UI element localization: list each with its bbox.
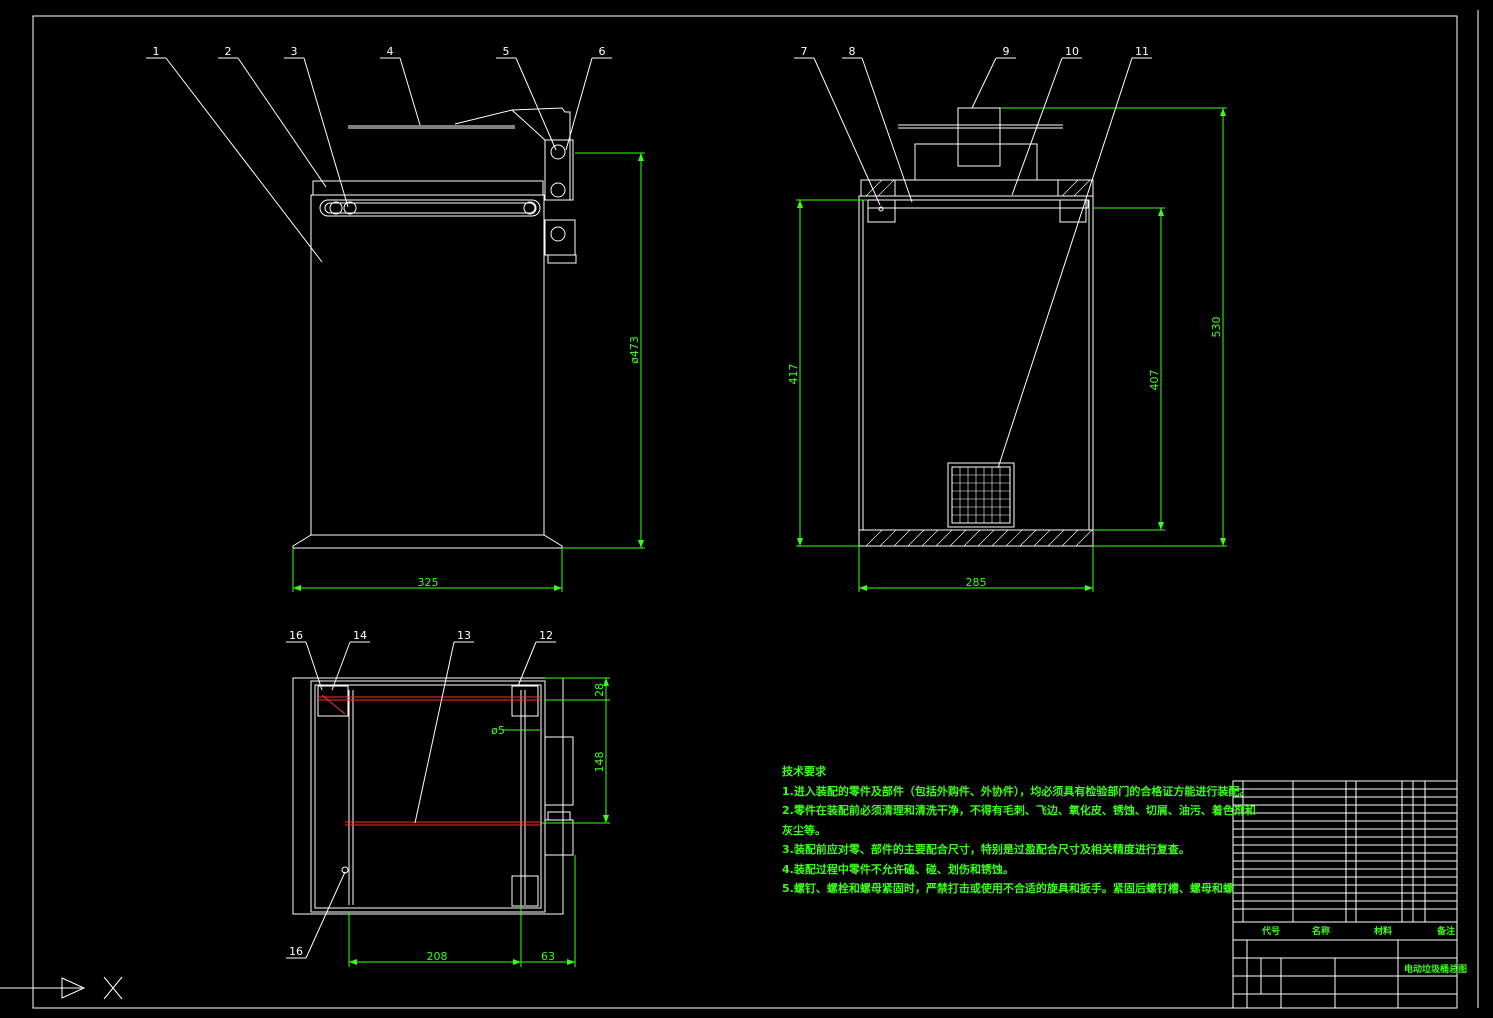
dim-front-width: 325 <box>418 576 439 589</box>
title-block <box>1232 780 1458 1009</box>
dimension-arrows <box>293 108 1226 965</box>
ucs-icon <box>0 976 123 1000</box>
dim-side-inner: 407 <box>1148 370 1161 391</box>
plan-view <box>292 677 574 915</box>
title-block-text: 代号 名称 材料 备注 电动垃圾桶总图 <box>1261 925 1467 975</box>
tech-item: 1.进入装配的零件及部件（包括外购件、外协件），均必须具有检验部门的合格证方能进… <box>782 784 1251 798</box>
dimension-lines <box>292 107 1227 967</box>
plan-view-section-lines <box>318 694 540 826</box>
dim-side-width: 285 <box>966 576 987 589</box>
dim-plan-top: 28 <box>593 683 606 697</box>
balloon-4: 4 <box>387 45 394 58</box>
balloon-5: 5 <box>503 45 510 58</box>
tech-item: 3.装配前应对零、部件的主要配合尺寸，特别是过盈配合尺寸及相关精度进行复查。 <box>782 843 1190 856</box>
balloon-9: 9 <box>1003 45 1010 58</box>
tech-item: 5.螺钉、螺栓和螺母紧固时，严禁打击或使用不合适的旋具和扳手。紧固后螺钉槽、螺母… <box>782 882 1234 895</box>
title-header-material: 材料 <box>1373 925 1392 937</box>
balloon-16-bottom: 16 <box>289 945 303 958</box>
tech-heading: 技术要求 <box>782 765 826 778</box>
balloon-12: 12 <box>539 629 553 642</box>
tech-item: 2.零件在装配前必须清理和清洗干净，不得有毛刺、飞边、氧化皮、锈蚀、切屑、油污、… <box>782 804 1256 817</box>
drawing-title: 电动垃圾桶总图 <box>1404 963 1467 975</box>
title-header-remark: 备注 <box>1436 925 1455 937</box>
side-view <box>858 107 1094 547</box>
balloon-16-top: 16 <box>289 629 303 642</box>
balloon-8: 8 <box>849 45 856 58</box>
dim-plan-mid: 148 <box>593 752 606 773</box>
dim-plan-hole: ø5 <box>491 724 505 737</box>
leader-lines <box>146 57 1152 959</box>
dim-front-height: ø473 <box>628 336 641 364</box>
side-view-hatch <box>865 179 1093 547</box>
balloon-10: 10 <box>1065 45 1079 58</box>
balloon-numbers: 1 2 3 4 5 6 7 8 9 10 11 12 13 14 16 16 <box>153 45 1150 958</box>
dim-side-total: 530 <box>1210 317 1223 338</box>
balloon-2: 2 <box>225 45 232 58</box>
dimension-texts: 325 ø473 285 417 407 530 208 63 28 148 ø… <box>418 317 1224 964</box>
balloon-14: 14 <box>353 629 367 642</box>
balloon-13: 13 <box>457 629 471 642</box>
title-header-code: 代号 <box>1261 925 1280 937</box>
title-header-name: 名称 <box>1312 925 1330 937</box>
technical-requirements: 技术要求 1.进入装配的零件及部件（包括外购件、外协件），均必须具有检验部门的合… <box>782 762 1256 899</box>
balloon-1: 1 <box>153 45 160 58</box>
tech-item: 4.装配过程中零件不允许磕、碰、划伤和锈蚀。 <box>782 862 1014 876</box>
dim-side-left: 417 <box>787 364 800 385</box>
balloon-6: 6 <box>599 45 606 58</box>
dim-plan-left: 208 <box>427 950 448 963</box>
balloon-3: 3 <box>291 45 298 58</box>
balloon-7: 7 <box>801 45 808 58</box>
balloon-11: 11 <box>1135 45 1149 58</box>
dim-plan-right: 63 <box>541 950 555 963</box>
sheet-border <box>32 10 1479 1009</box>
tech-item: 灰尘等。 <box>782 823 826 837</box>
front-view <box>292 107 577 549</box>
